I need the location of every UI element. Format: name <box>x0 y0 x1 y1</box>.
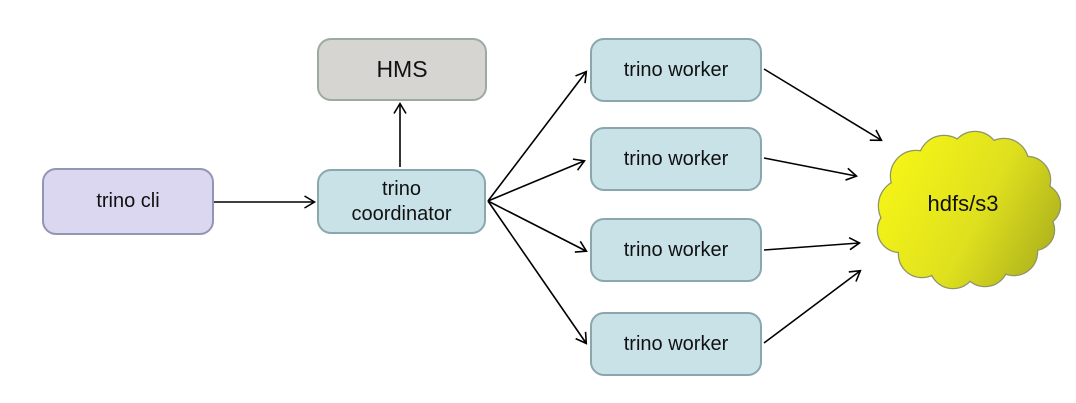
node-trino-cli: trino cli <box>42 168 214 235</box>
trino-worker-1-label: trino worker <box>623 58 729 81</box>
arrow-worker-2-to-storage <box>763 157 859 181</box>
node-trino-worker-2: trino worker <box>590 127 762 191</box>
trino-worker-3-label: trino worker <box>623 238 729 261</box>
trino-coordinator-label: trino coordinator <box>351 177 452 225</box>
node-trino-worker-3: trino worker <box>590 218 762 282</box>
arrow-worker-4-to-storage <box>763 269 862 344</box>
hms-label: HMS <box>376 56 428 83</box>
trino-worker-4-label: trino worker <box>623 332 729 355</box>
arrow-coordinator-to-worker-3 <box>487 200 588 253</box>
arrow-coordinator-to-worker-1 <box>487 70 588 202</box>
node-trino-worker-1: trino worker <box>590 38 762 102</box>
arrow-worker-3-to-storage <box>763 236 862 251</box>
arrow-coordinator-to-worker-2 <box>487 158 586 202</box>
trino-cli-label: trino cli <box>96 190 160 212</box>
arrow-worker-1-to-storage <box>763 68 883 142</box>
node-trino-coordinator: trino coordinator <box>317 169 486 234</box>
node-hms: HMS <box>317 38 487 101</box>
trino-worker-2-label: trino worker <box>623 147 729 170</box>
hdfs-s3-label: hdfs/s3 <box>927 191 999 216</box>
node-trino-worker-4: trino worker <box>590 312 762 376</box>
arrow-coordinator-to-worker-4 <box>487 200 588 345</box>
